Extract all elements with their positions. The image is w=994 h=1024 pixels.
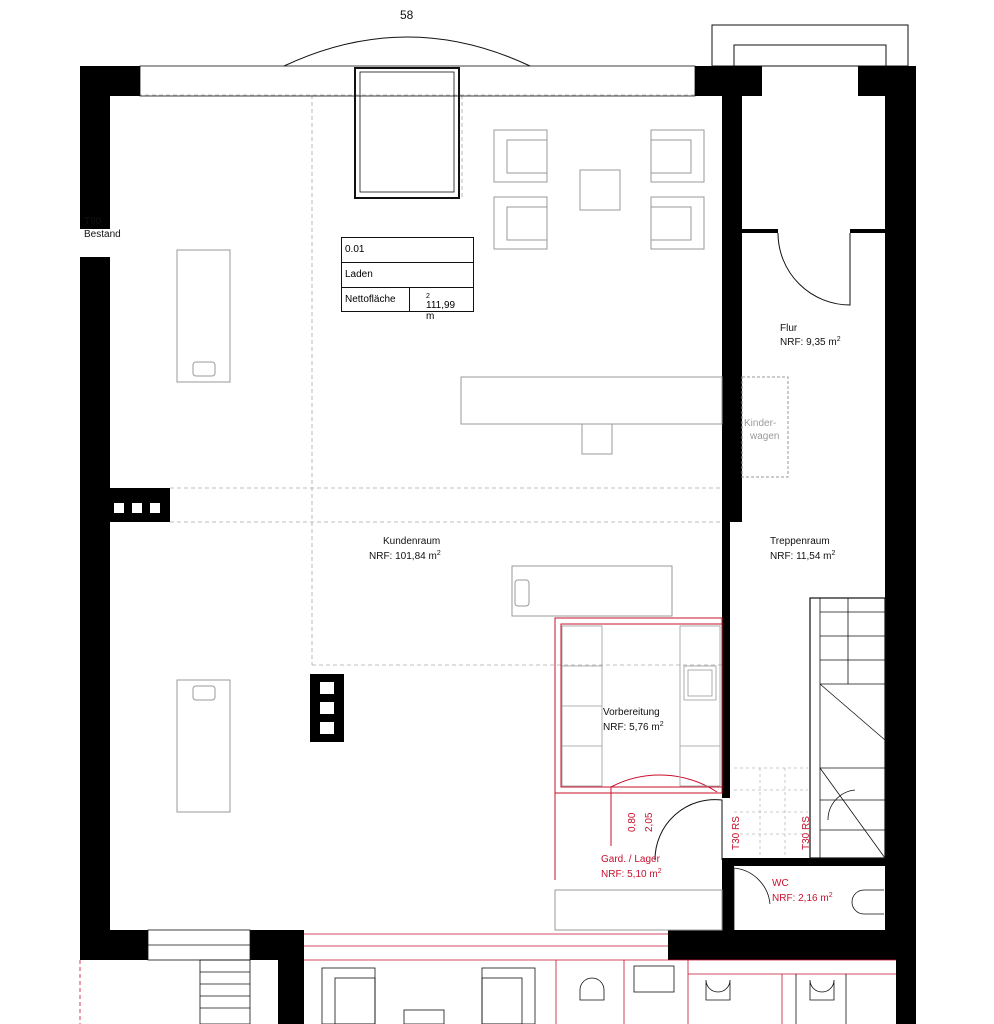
furniture <box>176 129 789 931</box>
bottom-red-lines <box>79 933 896 1024</box>
treppenraum-name: Treppenraum <box>770 536 830 547</box>
door-height-label: 2,05 <box>644 812 655 832</box>
flur-area: NRF: 9,35 m2 <box>780 336 841 348</box>
staircase <box>809 597 886 859</box>
room-area-sup: 2 <box>426 293 430 300</box>
dashed-lines <box>110 94 722 666</box>
kundenraum-area: NRF: 101,84 m2 <box>369 550 441 562</box>
wc-fixtures <box>733 867 884 930</box>
garderobe-name: Gard. / Lager <box>601 854 660 865</box>
wc-name: WC <box>772 878 789 889</box>
garderobe-area: NRF: 5,10 m2 <box>601 868 662 880</box>
flur-name: Flur <box>780 323 798 334</box>
stair-dashed <box>734 767 808 858</box>
walls <box>80 66 916 1024</box>
kinderwagen-line2: wagen <box>750 431 780 442</box>
treppenraum-area: NRF: 11,54 m2 <box>770 550 836 562</box>
kitchen-units <box>561 625 721 787</box>
fire-door-right-label: T30 RS <box>801 816 812 850</box>
skylight-inner <box>359 71 455 193</box>
bottom-fixtures <box>147 929 847 1024</box>
room-name: Laden <box>345 269 373 280</box>
balcony-inner <box>733 44 887 67</box>
room-number: 0.01 <box>345 244 365 255</box>
wall-marker-line2: Bestand <box>84 229 121 240</box>
vorbereitung-area: NRF: 5,76 m2 <box>603 721 664 733</box>
entrance-arc <box>283 36 531 67</box>
vorbereitung-name: Vorbereitung <box>603 707 660 718</box>
stair-door <box>654 799 723 861</box>
pier-openings <box>114 503 334 734</box>
skylight-well <box>354 67 460 199</box>
wall-marker-line1: T90 <box>84 216 102 227</box>
flur-door <box>777 232 851 306</box>
entrance-glazing <box>139 65 696 97</box>
kundenraum-name: Kundenraum <box>383 536 441 547</box>
dimension-top-label: 58 <box>400 8 414 22</box>
room-area-label: Nettofläche <box>345 294 396 305</box>
kinderwagen-line1: Kinder- <box>744 418 777 429</box>
wc-area: NRF: 2,16 m2 <box>772 892 833 904</box>
door-width-label: 0,80 <box>627 812 638 832</box>
fire-door-left-label: T30 RS <box>731 816 742 850</box>
vorbereitung-walls <box>554 617 723 880</box>
room-area-value: 111,99 m <box>426 300 456 322</box>
